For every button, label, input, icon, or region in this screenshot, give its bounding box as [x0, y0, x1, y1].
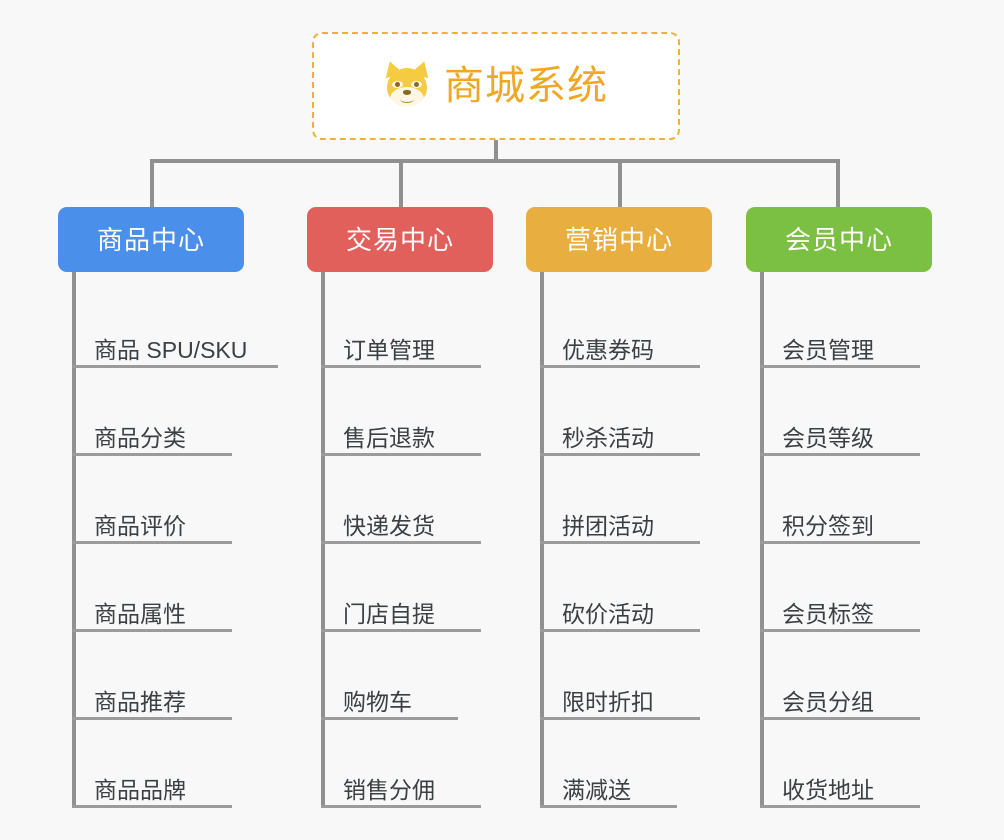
category-label: 商品中心: [96, 224, 205, 255]
leaf-item[interactable]: 会员管理: [760, 324, 920, 368]
leaf-item[interactable]: 满减送: [540, 764, 677, 808]
leaf-underline: [540, 805, 677, 808]
leaf-label: 门店自提: [343, 601, 435, 627]
drop-line-4: [836, 159, 840, 209]
leaf-label: 拼团活动: [562, 513, 654, 539]
leaf-item[interactable]: 商品推荐: [72, 676, 232, 720]
leaf-item[interactable]: 拼团活动: [540, 500, 700, 544]
leaf-label: 商品品牌: [94, 777, 186, 803]
category-label: 营销中心: [564, 224, 673, 255]
leaf-label: 满减送: [562, 777, 631, 803]
leaf-underline: [321, 541, 481, 544]
branch-trunk-line: [72, 272, 76, 808]
leaf-label: 积分签到: [782, 513, 874, 539]
leaf-underline: [760, 365, 920, 368]
leaf-item[interactable]: 购物车: [321, 676, 458, 720]
leaf-item[interactable]: 商品品牌: [72, 764, 232, 808]
leaf-item[interactable]: 快递发货: [321, 500, 481, 544]
leaf-label: 会员分组: [782, 689, 874, 715]
leaf-item[interactable]: 商品评价: [72, 500, 232, 544]
leaf-underline: [540, 365, 700, 368]
leaf-label: 快递发货: [343, 513, 435, 539]
leaf-underline: [321, 453, 481, 456]
leaf-item[interactable]: 砍价活动: [540, 588, 700, 632]
leaf-underline: [760, 717, 920, 720]
drop-line-2: [399, 159, 403, 209]
category-label: 会员中心: [784, 224, 893, 255]
leaf-item[interactable]: 会员等级: [760, 412, 920, 456]
category-label: 交易中心: [345, 224, 454, 255]
leaf-label: 销售分佣: [343, 777, 435, 803]
leaf-item[interactable]: 会员标签: [760, 588, 920, 632]
leaf-label: 商品评价: [94, 513, 186, 539]
leaf-underline: [321, 629, 481, 632]
leaf-label: 商品属性: [94, 601, 186, 627]
leaf-item[interactable]: 积分签到: [760, 500, 920, 544]
leaf-label: 会员标签: [782, 601, 874, 627]
category-box-1[interactable]: 商品中心: [58, 207, 244, 272]
leaf-item[interactable]: 商品属性: [72, 588, 232, 632]
category-box-4[interactable]: 会员中心: [746, 207, 932, 272]
branch-trunk-line: [540, 272, 544, 808]
leaf-underline: [540, 629, 700, 632]
leaf-label: 秒杀活动: [562, 425, 654, 451]
leaf-underline: [72, 453, 232, 456]
category-box-2[interactable]: 交易中心: [307, 207, 493, 272]
leaf-underline: [321, 717, 458, 720]
leaf-label: 购物车: [343, 689, 412, 715]
shiba-dog-face-icon: [381, 58, 433, 109]
leaf-underline: [760, 805, 920, 808]
leaf-underline: [72, 541, 232, 544]
leaf-label: 商品推荐: [94, 689, 186, 715]
leaf-item[interactable]: 销售分佣: [321, 764, 481, 808]
leaf-underline: [760, 629, 920, 632]
leaf-label: 售后退款: [343, 425, 435, 451]
branch-trunk-line: [760, 272, 764, 808]
leaf-underline: [321, 365, 481, 368]
leaf-item[interactable]: 优惠券码: [540, 324, 700, 368]
leaf-underline: [540, 541, 700, 544]
leaf-label: 订单管理: [343, 337, 435, 363]
root-node[interactable]: 商城系统: [312, 32, 680, 140]
leaf-item[interactable]: 收货地址: [760, 764, 920, 808]
leaf-underline: [72, 629, 232, 632]
leaf-label: 收货地址: [782, 777, 874, 803]
leaf-label: 限时折扣: [562, 689, 654, 715]
leaf-item[interactable]: 限时折扣: [540, 676, 700, 720]
leaf-underline: [321, 805, 481, 808]
leaf-underline: [72, 365, 278, 368]
leaf-item[interactable]: 会员分组: [760, 676, 920, 720]
drop-line-1: [150, 159, 154, 209]
leaf-item[interactable]: 商品分类: [72, 412, 232, 456]
branch-trunk-line: [321, 272, 325, 808]
leaf-item[interactable]: 售后退款: [321, 412, 481, 456]
leaf-underline: [72, 805, 232, 808]
leaf-underline: [540, 453, 700, 456]
category-box-3[interactable]: 营销中心: [526, 207, 712, 272]
root-stem-line: [494, 140, 498, 163]
leaf-item[interactable]: 秒杀活动: [540, 412, 700, 456]
leaf-label: 商品 SPU/SKU: [94, 337, 248, 363]
leaf-label: 砍价活动: [562, 601, 654, 627]
leaf-underline: [760, 453, 920, 456]
leaf-item[interactable]: 商品 SPU/SKU: [72, 324, 278, 368]
root-title: 商城系统: [444, 64, 608, 108]
leaf-label: 优惠券码: [562, 337, 654, 363]
leaf-label: 会员等级: [782, 425, 874, 451]
leaf-underline: [72, 717, 232, 720]
drop-line-3: [618, 159, 622, 209]
category-bus-line: [150, 159, 840, 163]
leaf-label: 会员管理: [782, 337, 874, 363]
leaf-underline: [540, 717, 700, 720]
leaf-label: 商品分类: [94, 425, 186, 451]
leaf-item[interactable]: 门店自提: [321, 588, 481, 632]
leaf-underline: [760, 541, 920, 544]
leaf-item[interactable]: 订单管理: [321, 324, 481, 368]
